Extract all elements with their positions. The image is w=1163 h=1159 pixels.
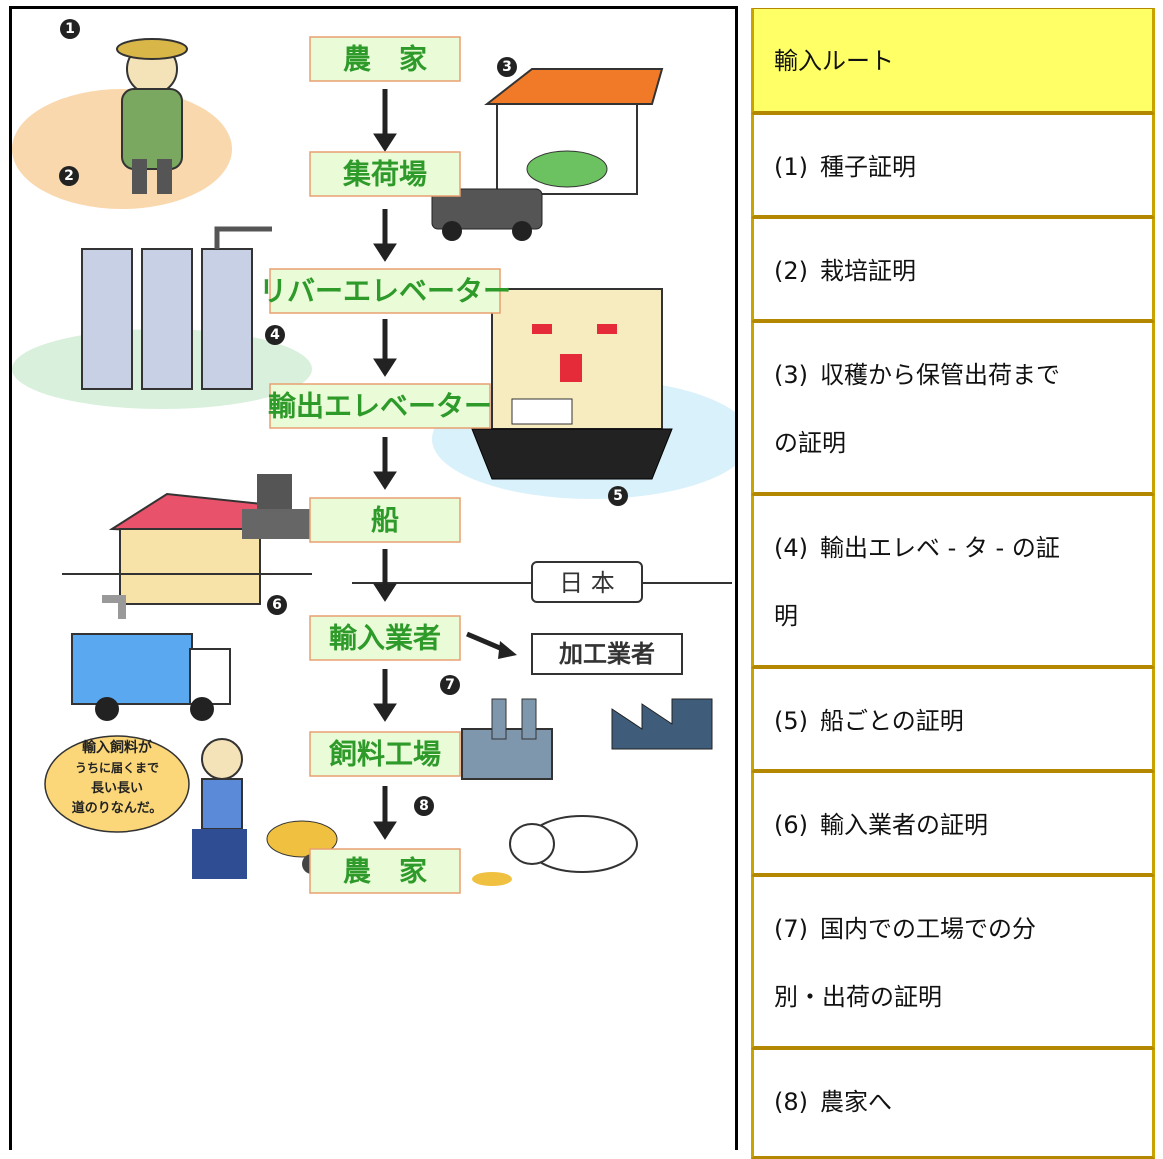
svg-text:7: 7	[445, 677, 455, 693]
route-item-3: (3) 収穫から保管出荷まで の証明	[751, 322, 1155, 495]
step-feed-mill	[309, 731, 461, 777]
farmer-illustration	[12, 38, 232, 209]
route-item-4: (4) 輸出エレベ - タ - の証 明	[751, 495, 1155, 668]
step-farm-final	[309, 848, 461, 894]
japan-label-text: 日 本	[559, 569, 615, 597]
marker-6	[267, 595, 287, 615]
truck-illustration	[71, 633, 231, 721]
svg-text:4: 4	[270, 327, 280, 343]
speech-line-4: 道のりなんだ。	[72, 800, 163, 816]
collection-shed-illustration	[431, 68, 664, 241]
speech-line-2: うちに届くまで	[75, 761, 159, 775]
step-farm-final-label: 農 家	[343, 855, 427, 888]
step-boxes: 農 家 集荷場 リバーエレベーター 輸出エレベーター 船 輸入業者 飼料工場 農…	[259, 36, 511, 894]
marker-8	[414, 796, 434, 816]
speech-bubble: 輸入飼料が うちに届くまで 長い長い 道のりなんだ。	[44, 735, 190, 833]
step-river-elevator	[269, 268, 501, 314]
route-item-text: 種子証明	[820, 153, 916, 181]
step-collection-label: 集荷場	[342, 158, 427, 191]
route-item-text: 輸入業者の証明	[820, 811, 988, 839]
import-route-illustration: 輸入飼料が うちに届くまで 長い長い 道のりなんだ。 日 本 加工業者	[12, 19, 735, 894]
route-item-number: (7)	[774, 915, 808, 943]
route-item-text: 収穫から保管出荷まで	[820, 361, 1060, 389]
route-item-text: 船ごとの証明	[820, 707, 964, 735]
factory-illustration	[461, 698, 713, 780]
route-item-1: (1) 種子証明	[751, 114, 1155, 218]
route-header-text: 輸入ルート	[774, 47, 894, 75]
svg-text:5: 5	[613, 488, 623, 504]
svg-text:6: 6	[272, 597, 282, 613]
route-item-text-cont: の証明	[774, 429, 846, 457]
step-farm-label: 農 家	[343, 43, 427, 76]
marker-5	[608, 486, 628, 506]
marker-3	[497, 57, 517, 77]
step-importer-label: 輸入業者	[329, 622, 441, 655]
route-item-text: 農家へ	[820, 1088, 892, 1116]
processor-box-text: 加工業者	[559, 640, 655, 668]
marker-1	[60, 19, 80, 39]
svg-text:3: 3	[502, 59, 512, 75]
route-item-number: (2)	[774, 257, 808, 285]
frame-border-left	[9, 6, 12, 1150]
svg-text:8: 8	[419, 798, 429, 814]
frame-border-top	[9, 6, 738, 9]
route-item-7: (7) 国内での工場での分 別・出荷の証明	[751, 876, 1155, 1049]
route-item-number: (1)	[774, 153, 808, 181]
route-item-6: (6) 輸入業者の証明	[751, 772, 1155, 876]
route-item-text-cont: 別・出荷の証明	[774, 983, 942, 1011]
route-item-number: (8)	[774, 1088, 808, 1116]
route-item-number: (4)	[774, 534, 808, 562]
route-item-2: (2) 栽培証明	[751, 218, 1155, 322]
route-item-number: (5)	[774, 707, 808, 735]
step-feed-mill-label: 飼料工場	[329, 738, 441, 771]
step-collection	[309, 151, 461, 197]
step-importer	[309, 615, 461, 661]
svg-text:1: 1	[65, 21, 75, 37]
cow-illustration	[472, 815, 638, 886]
route-item-5: (5) 船ごとの証明	[751, 668, 1155, 772]
step-farm	[309, 36, 461, 82]
step-export-elevator	[269, 383, 491, 429]
route-item-text-cont: 明	[774, 602, 798, 630]
route-item-text: 栽培証明	[820, 257, 916, 285]
export-elevator-ship-illustration	[432, 288, 735, 499]
route-item-8: (8) 農家へ	[751, 1049, 1155, 1159]
frame-border-right	[735, 6, 738, 1150]
step-export-elevator-label: 輸出エレベーター	[268, 390, 492, 423]
step-markers: 1 2 3 4 5 6 7 8	[59, 19, 628, 816]
step-river-elevator-label: リバーエレベーター	[259, 275, 511, 308]
marker-2	[59, 166, 79, 186]
route-item-number: (3)	[774, 361, 808, 389]
silos-illustration	[12, 226, 312, 409]
route-table-header: 輸入ルート	[751, 8, 1155, 114]
port-warehouse-illustration	[62, 474, 322, 619]
route-item-text: 国内での工場での分	[820, 915, 1036, 943]
processor-box: 加工業者	[466, 631, 683, 675]
route-item-number: (6)	[774, 811, 808, 839]
step-ship	[309, 497, 461, 543]
speech-line-1: 輸入飼料が	[82, 739, 153, 756]
import-route-table: 輸入ルート (1)種子証明 (2)栽培証明 (3)収穫から保管出荷まで の証明 …	[751, 8, 1155, 1159]
route-item-text: 輸出エレベ - タ - の証	[820, 534, 1060, 562]
marker-7	[440, 675, 460, 695]
step-ship-label: 船	[371, 504, 399, 537]
flow-arrows	[373, 89, 397, 840]
svg-text:2: 2	[64, 168, 74, 184]
speech-line-3: 長い長い	[91, 781, 143, 796]
japan-label: 日 本	[352, 561, 732, 603]
worker-illustration	[192, 738, 338, 879]
marker-4	[265, 325, 285, 345]
